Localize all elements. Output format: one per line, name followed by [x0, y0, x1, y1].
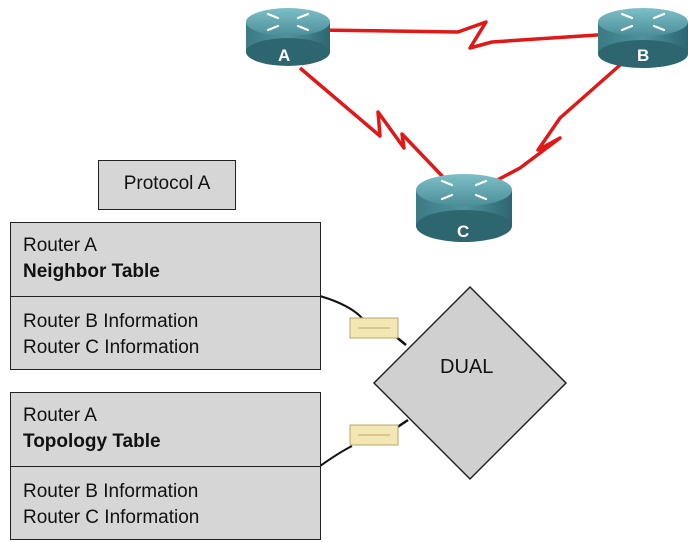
topology-table-body: Router B Information Router C Informatio…: [10, 466, 321, 540]
topology-table-title: Topology Table: [23, 431, 161, 452]
router-c-icon: [416, 174, 512, 242]
router-c-label: C: [457, 222, 470, 241]
neighbor-table-title: Neighbor Table: [23, 261, 160, 282]
packet-icon-topology: [349, 424, 399, 446]
neighbor-table-entry: Router B Information: [23, 311, 199, 332]
neighbor-table-entry: Router C Information: [23, 337, 200, 358]
topology-table-router: Router A: [23, 405, 97, 426]
connector-topology: [319, 445, 353, 467]
router-b-label: B: [637, 46, 650, 65]
router-a-label: A: [278, 46, 291, 65]
router-b-icon: [598, 8, 688, 68]
link-b-c: [485, 56, 630, 188]
topology-table-header: Router A Topology Table: [10, 392, 321, 468]
topology-table-entry: Router B Information: [23, 481, 199, 502]
protocol-label-box: Protocol A: [98, 160, 236, 210]
neighbor-table-body: Router B Information Router C Informatio…: [10, 296, 321, 370]
link-a-b: [314, 20, 613, 50]
dual-label: DUAL: [440, 356, 494, 378]
neighbor-table-header: Router A Neighbor Table: [10, 222, 321, 298]
packet-icon-neighbor: [349, 317, 399, 339]
topology-table-entry: Router C Information: [23, 507, 200, 528]
dual-diamond: [372, 285, 568, 481]
connector-neighbor: [319, 295, 363, 319]
link-a-c: [298, 66, 446, 180]
router-a-icon: [246, 8, 330, 66]
neighbor-table-router: Router A: [23, 235, 97, 256]
